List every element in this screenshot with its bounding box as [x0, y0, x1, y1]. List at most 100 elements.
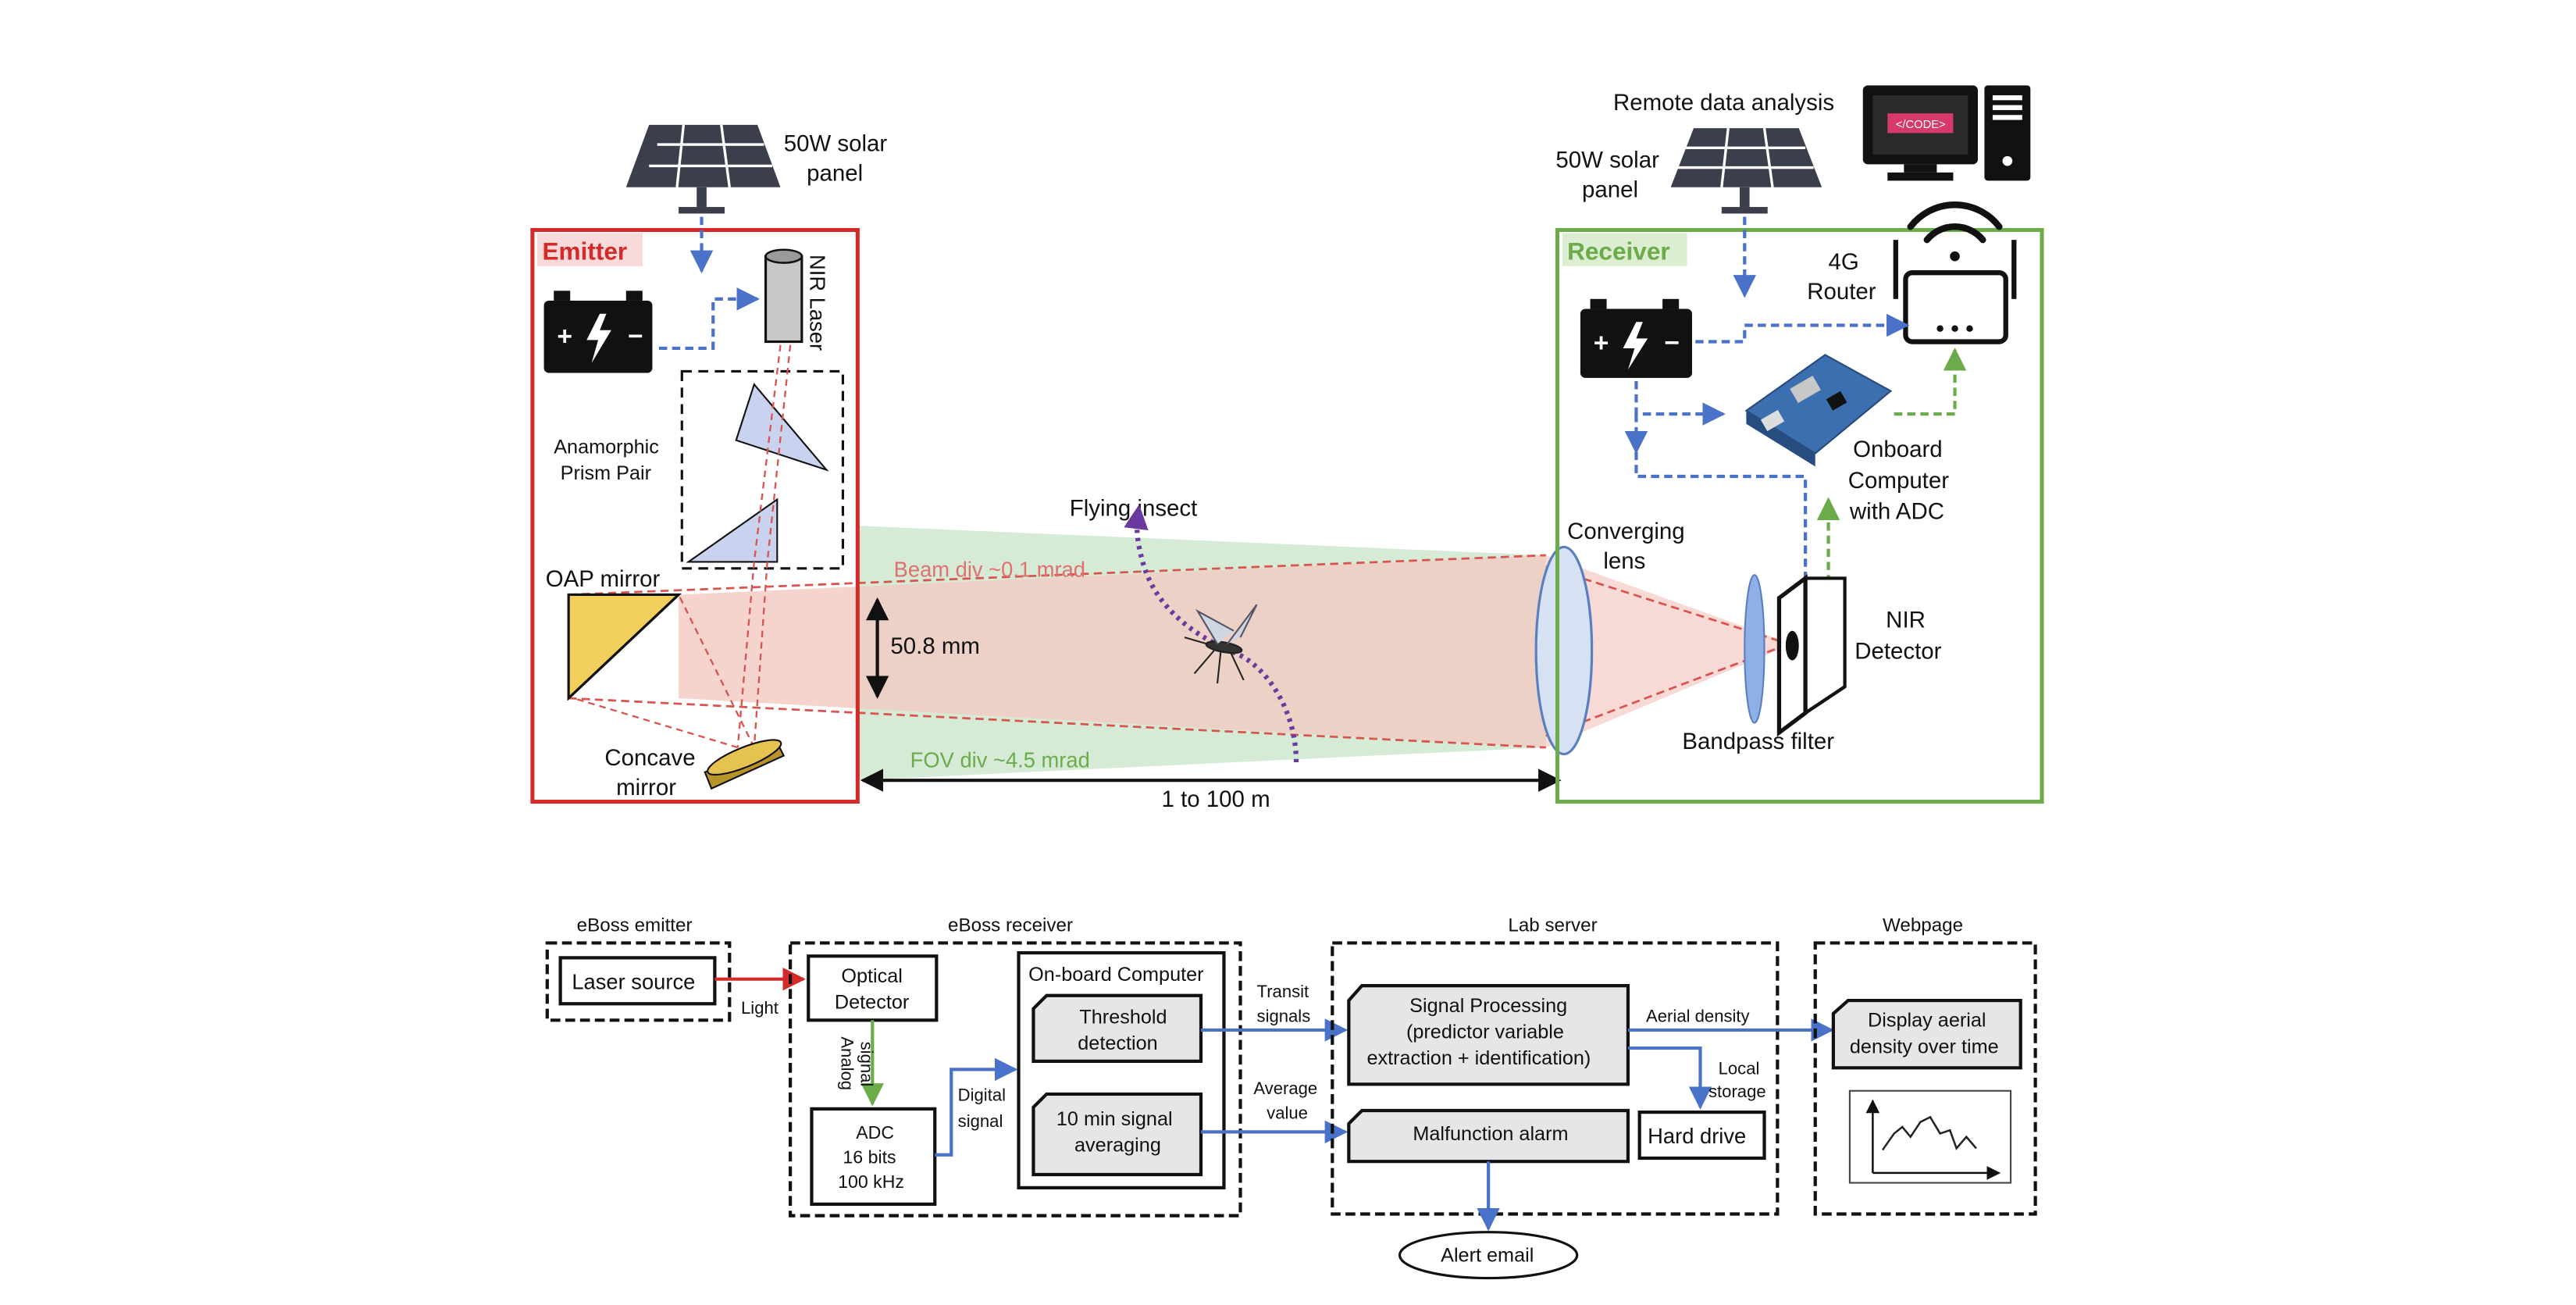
computer-label-3: with ADC	[1849, 499, 1944, 525]
computer-icon	[1862, 85, 2031, 181]
beam-region	[679, 554, 1546, 748]
laser-source-label: Laser source	[572, 969, 695, 993]
router-label-1: 4G	[1829, 249, 1859, 275]
flow-lab-group	[1331, 941, 1780, 1216]
digital-arrow	[935, 1057, 1018, 1157]
solar-panel-icon	[625, 124, 781, 214]
mosquito-icon	[1184, 604, 1258, 684]
beam-lower-edge	[568, 697, 1546, 749]
prism-label-1: Anamorphic	[554, 437, 659, 458]
receiver-title: Receiver	[1567, 237, 1670, 265]
display-density-box	[1831, 998, 2022, 1070]
battery-to-laser	[658, 287, 761, 351]
transit-label-2: signals	[1257, 1006, 1311, 1025]
emitter-solar-label-2: panel	[807, 160, 863, 186]
receiver-solar-label-1: 50W solar	[1555, 148, 1659, 173]
oap-label: OAP mirror	[546, 566, 661, 592]
average-label-1: Average	[1253, 1079, 1317, 1098]
adc-label-2: 16 bits	[843, 1146, 896, 1167]
svg-text:+: +	[1594, 329, 1609, 358]
signal-processing-label-3: extraction + identification)	[1366, 1047, 1591, 1069]
receiver-solar-panel-icon	[1670, 127, 1822, 214]
analog-label-1: Analog	[837, 1036, 857, 1090]
nir-laser-icon	[764, 248, 803, 344]
averaging-label-1: 10 min signal	[1056, 1108, 1173, 1130]
adc-box	[810, 1107, 937, 1206]
flow-web-group-title: Webpage	[1883, 915, 1963, 936]
detector-label-1: NIR	[1886, 608, 1926, 633]
optical-detector-label-2: Detector	[835, 992, 909, 1014]
emitter-solar-label-1: 50W solar	[784, 131, 888, 157]
lens-label-2: lens	[1603, 548, 1645, 574]
code-tag: </CODE>	[1896, 119, 1946, 131]
mini-chart-line	[1881, 1115, 1977, 1151]
detector-power-line	[1634, 451, 1808, 583]
flow-lab-group-title: Lab server	[1508, 915, 1597, 936]
threshold-label-1: Threshold	[1079, 1007, 1167, 1029]
oap-mirror-edge	[568, 594, 680, 700]
receiver-title-bg	[1562, 233, 1687, 266]
router-icon	[1893, 240, 2017, 344]
battery-to-router	[1695, 313, 1910, 344]
beam-upper-edge	[568, 554, 1546, 596]
receiver-box	[1555, 227, 2044, 804]
flow-receiver-group-title: eBoss receiver	[948, 915, 1073, 936]
local-storage-label-2: storage	[1708, 1082, 1766, 1101]
battery-icon: + −	[543, 291, 653, 373]
signal-processing-label-1: Signal Processing	[1409, 995, 1567, 1017]
display-density-label-2: density over time	[1850, 1036, 1999, 1057]
computer-to-router	[1894, 348, 1967, 416]
concave-label-2: mirror	[616, 775, 676, 800]
internal-beam-path	[573, 344, 792, 749]
converging-lens	[1534, 545, 1594, 756]
onboard-computer-icon	[1744, 354, 1893, 467]
average-label-2: value	[1267, 1104, 1308, 1123]
optical-detector-label-1: Optical	[841, 965, 903, 987]
signal-processing-label-2: (predictor variable	[1406, 1021, 1564, 1043]
light-label: Light	[741, 998, 779, 1018]
fov-div-label: FOV div ~4.5 mrad	[910, 747, 1090, 772]
distance-label: 1 to 100 m	[1162, 786, 1270, 812]
prism-label-2: Prism Pair	[561, 462, 651, 484]
aperture-label: 50.8 mm	[890, 633, 980, 659]
receiver-solar-label-2: panel	[1582, 176, 1638, 202]
optical-detector-box	[807, 954, 939, 1022]
averaging-label-2: averaging	[1074, 1135, 1161, 1157]
local-storage-label-1: Local	[1719, 1059, 1760, 1079]
alert-email-ellipse	[1398, 1231, 1579, 1280]
beam-converge	[1545, 554, 1793, 748]
prism-pair-box	[680, 369, 845, 570]
emitter-box	[530, 227, 860, 804]
lens-label-1: Converging	[1567, 519, 1685, 544]
threshold-box	[1031, 993, 1203, 1063]
receiver-battery-icon: + −	[1580, 298, 1692, 378]
beam-div-label: Beam div ~0.1 mrad	[894, 557, 1085, 581]
emitter-title-bg	[537, 233, 643, 266]
emitter-title: Emitter	[542, 237, 627, 265]
prism-lower	[686, 497, 779, 563]
analog-label-2: signal	[857, 1042, 877, 1087]
concave-label-1: Concave	[604, 745, 695, 771]
hard-drive-label: Hard drive	[1648, 1124, 1746, 1148]
digital-label-1: Digital	[958, 1085, 1006, 1104]
onboard-computer-label: On-board Computer	[1028, 964, 1203, 986]
flow-emitter-group-title: eBoss emitter	[577, 915, 693, 936]
signal-processing-box	[1347, 984, 1630, 1086]
averaging-box	[1031, 1092, 1203, 1177]
hard-drive-box	[1637, 1110, 1766, 1161]
bandpass-filter	[1744, 574, 1765, 724]
transit-label-1: Transit	[1257, 982, 1309, 1001]
threshold-label-2: detection	[1078, 1032, 1157, 1054]
remote-label: Remote data analysis	[1613, 90, 1834, 116]
nir-laser-label: NIR Laser	[805, 255, 829, 351]
detector-label-2: Detector	[1855, 639, 1941, 665]
display-density-label-1: Display aerial	[1868, 1010, 1986, 1032]
aerial-density-label: Aerial density	[1646, 1006, 1750, 1025]
adc-label-3: 100 kHz	[838, 1171, 904, 1192]
flow-receiver-group	[789, 941, 1242, 1218]
computer-label-2: Computer	[1848, 468, 1949, 494]
nir-detector-icon	[1776, 574, 1847, 737]
insect-label: Flying insect	[1070, 496, 1198, 522]
